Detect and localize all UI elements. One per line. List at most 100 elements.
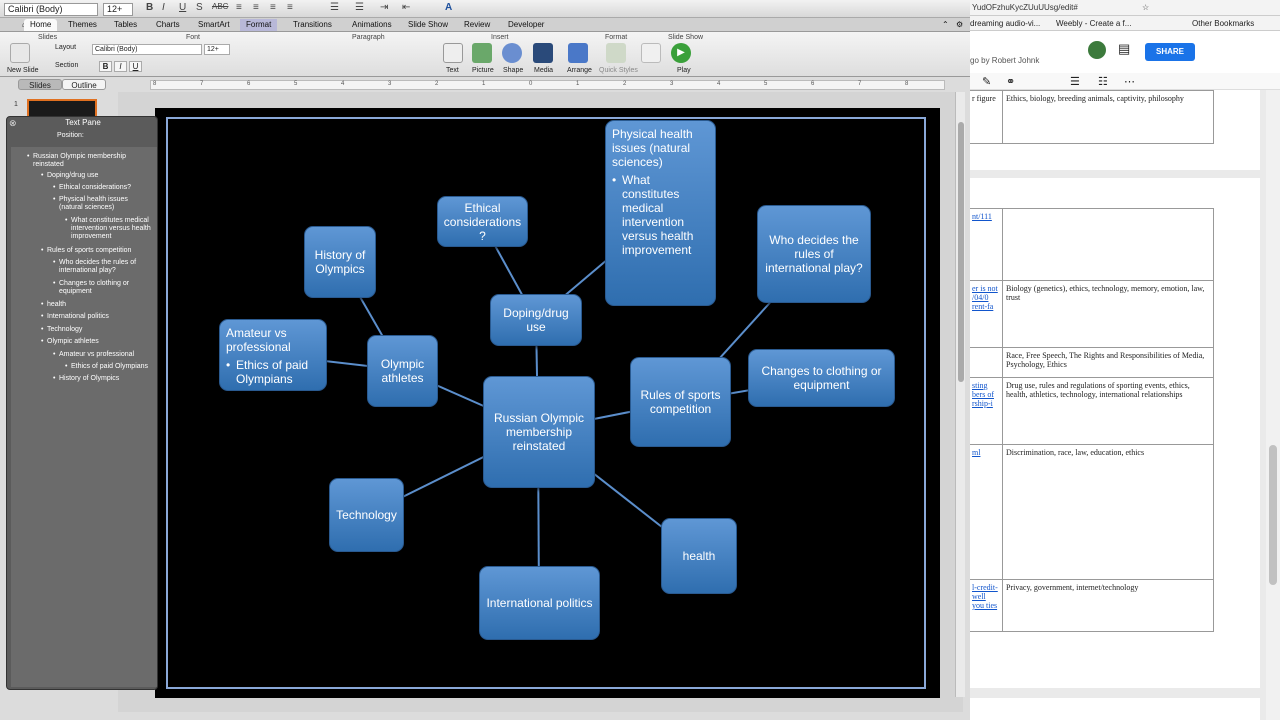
media-icon[interactable] [533, 43, 553, 63]
scroll-thumb[interactable] [958, 122, 964, 382]
tp-item[interactable]: History of Olympics [53, 375, 153, 383]
node-physical-health[interactable]: Physical health issues (natural sciences… [605, 120, 716, 306]
ribbon-underline[interactable]: U [129, 61, 142, 72]
ribbon-bold[interactable]: B [99, 61, 112, 72]
table-cell[interactable]: nt/111 [970, 208, 1003, 281]
tp-item[interactable]: Olympic athletes [41, 338, 147, 346]
layout-button[interactable]: Layout [55, 44, 77, 51]
play-label[interactable]: Play [677, 67, 691, 74]
tp-item[interactable]: Russian Olympic membership reinstated [27, 153, 143, 169]
docs-scroll-thumb[interactable] [1269, 445, 1277, 585]
node-rules[interactable]: Rules of sports competition [630, 357, 731, 447]
tp-item[interactable]: Doping/drug use [41, 172, 147, 180]
docs-scrollbar[interactable] [1266, 90, 1280, 720]
tab-slides-view[interactable]: Slides [18, 79, 62, 90]
quick-styles-icon[interactable] [606, 43, 626, 63]
node-history[interactable]: History of Olympics [304, 226, 376, 298]
arrange-icon[interactable] [568, 43, 588, 63]
shape-icon[interactable] [502, 43, 522, 63]
avatar[interactable] [1088, 41, 1106, 59]
bullets-icon[interactable]: ☰ [330, 2, 339, 13]
font-color-icon[interactable]: A [445, 2, 453, 13]
tp-item[interactable]: Rules of sports competition [41, 247, 147, 255]
tab-outline-view[interactable]: Outline [62, 79, 106, 90]
more-icon[interactable]: ⋯ [1124, 76, 1135, 88]
node-center[interactable]: Russian Olympic membership reinstated [483, 376, 595, 488]
arrange-label[interactable]: Arrange [567, 67, 592, 74]
section-button[interactable]: Section [55, 62, 79, 69]
align-icon[interactable]: ☰ [1070, 76, 1080, 88]
tab-home[interactable]: Home [24, 19, 58, 31]
new-slide-icon[interactable] [10, 43, 30, 63]
tab-review[interactable]: Review [464, 20, 491, 29]
bold-button[interactable]: B [146, 2, 154, 13]
tab-charts[interactable]: Charts [156, 20, 180, 29]
text-box-icon[interactable] [443, 43, 463, 63]
picture-icon[interactable] [472, 43, 492, 63]
ribbon-font-size[interactable]: 12+ [204, 44, 230, 55]
fill-color-icon[interactable] [641, 43, 661, 63]
tab-themes[interactable]: Themes [68, 20, 97, 29]
ribbon-italic[interactable]: I [114, 61, 127, 72]
tab-smartart[interactable]: SmartArt [198, 20, 230, 29]
slide-vertical-scrollbar[interactable] [955, 92, 965, 697]
numbering-icon[interactable]: ☰ [355, 2, 364, 13]
close-icon[interactable]: ⊗ [9, 118, 17, 128]
tab-tables[interactable]: Tables [114, 20, 138, 29]
align-right-icon[interactable]: ≡ [270, 2, 276, 13]
tab-animations[interactable]: Animations [352, 20, 392, 29]
tp-item[interactable]: Amateur vs professional [53, 351, 153, 359]
node-ethical[interactable]: Ethical considerations ? [437, 196, 528, 247]
collapse-ribbon-icon[interactable]: ⌃ [942, 20, 949, 29]
bookmark-folder[interactable]: Other Bookmarks [1192, 19, 1255, 28]
node-changes[interactable]: Changes to clothing or equipment [748, 349, 895, 407]
node-technology[interactable]: Technology [329, 478, 404, 552]
comment-icon[interactable]: ▤ [1118, 41, 1131, 56]
tp-item[interactable]: International politics [41, 313, 147, 321]
node-athletes[interactable]: Olympic athletes [367, 335, 438, 407]
tab-transitions[interactable]: Transitions [293, 20, 332, 29]
underline-button[interactable]: U [179, 2, 187, 13]
line-spacing-icon[interactable]: ☷ [1098, 76, 1108, 88]
bookmark[interactable]: Weebly - Create a f... [1056, 19, 1132, 28]
node-politics[interactable]: International politics [479, 566, 600, 640]
tab-format[interactable]: Format [240, 19, 278, 31]
pen-icon[interactable]: ✎ [982, 76, 992, 88]
text-pane-list[interactable]: Russian Olympic membership reinstated Do… [11, 147, 157, 687]
font-size-box[interactable]: 12+ [103, 3, 133, 16]
link-icon[interactable]: ⚭ [1006, 76, 1016, 88]
tab-slide-show[interactable]: Slide Show [408, 20, 449, 29]
new-slide-label[interactable]: New Slide [7, 67, 39, 74]
tp-item[interactable]: Changes to clothing or equipment [53, 280, 153, 296]
media-label[interactable]: Media [534, 67, 554, 74]
shape-label[interactable]: Shape [503, 67, 524, 74]
align-left-icon[interactable]: ≡ [236, 2, 242, 13]
quick-styles-label[interactable]: Quick Styles [599, 67, 638, 74]
outdent-icon[interactable]: ⇤ [402, 2, 411, 13]
text-label[interactable]: Text [446, 67, 459, 74]
text-pane[interactable]: ⊗ Text Pane Position: Russian Olympic me… [6, 116, 158, 690]
node-who-decides[interactable]: Who decides the rules of international p… [757, 205, 871, 303]
indent-icon[interactable]: ⇥ [380, 2, 389, 13]
align-center-icon[interactable]: ≡ [253, 2, 259, 13]
node-health[interactable]: health [661, 518, 737, 594]
node-doping[interactable]: Doping/drug use [490, 294, 582, 346]
tp-item[interactable]: Technology [41, 326, 147, 334]
tp-item[interactable]: Ethics of paid Olympians [65, 363, 157, 371]
play-icon[interactable]: ▶ [671, 43, 691, 63]
tp-item[interactable]: health [41, 301, 147, 309]
table-cell[interactable]: l-credit- well you ties [970, 579, 1003, 632]
italic-button[interactable]: I [162, 2, 165, 13]
table-cell[interactable]: er is not /04/0 rent-fa [970, 280, 1003, 348]
tp-item[interactable]: What constitutes medical intervention ve… [65, 217, 157, 241]
bookmark[interactable]: dreaming audio-vi... [970, 19, 1041, 28]
ribbon-font-name[interactable]: Calibri (Body) [92, 44, 202, 55]
url-text[interactable]: YudOFzhuKycZUuUUsg/edit# [972, 3, 1078, 12]
tab-developer[interactable]: Developer [508, 20, 545, 29]
tp-item[interactable]: Ethical considerations? [53, 184, 153, 192]
smartart-selection-frame[interactable] [166, 117, 926, 689]
tp-item[interactable]: Physical health issues (natural sciences… [53, 196, 153, 212]
tp-item[interactable]: Who decides the rules of international p… [53, 259, 153, 275]
font-name-box[interactable]: Calibri (Body) [4, 3, 98, 16]
shadow-button[interactable]: S [196, 2, 203, 13]
